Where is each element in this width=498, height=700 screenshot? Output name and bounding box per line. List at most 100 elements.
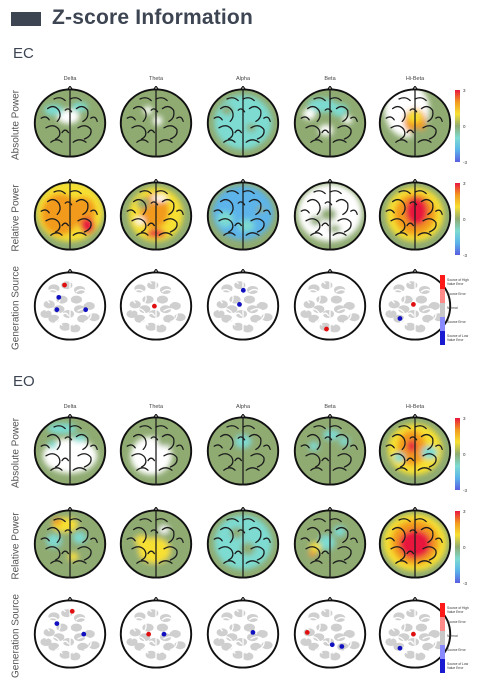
legend-label: Source of High Value Error [447,606,469,614]
colorbar-tick-top: 3 [463,181,466,186]
band-label-delta: Delta [63,76,77,82]
band-label-hi-beta: Hi-Beta [405,76,425,82]
source-dot [397,645,403,651]
section-label: EO [13,373,35,390]
brain-cell [116,178,196,261]
colorbar-tick-bottom: -3 [463,581,468,586]
brain-map-generation-alpha [206,596,280,669]
legend-swatch [440,289,445,303]
brain-map-generation-alpha [206,268,280,341]
legend-item: Source of High Value Error [440,275,476,289]
colorbar-tick-bottom: -3 [463,160,468,165]
source-dot [161,631,167,637]
band-label-alpha: Alpha [235,76,251,82]
legend-swatch [440,303,445,317]
legend-item: Source Error [440,289,476,303]
brain-cell [290,413,370,496]
legend-swatch [440,631,445,645]
brain-map-relative-hi-beta [378,178,452,251]
brain-cell [30,268,110,351]
legend-swatch [440,645,445,659]
brain-map-absolute-alpha [206,413,280,486]
brain-cell [203,506,283,589]
source-dot [411,631,416,637]
source-dot [152,303,157,309]
band-label-theta: Theta [148,76,164,82]
legend-item: Normal [440,631,476,645]
brain-cell [116,413,196,496]
brain-map-absolute-hi-beta [378,413,452,486]
colorbar-tick-top: 3 [463,509,466,514]
source-dot [81,631,87,637]
legend-label: Source of Low Value Error [447,662,469,670]
brain-cell [375,178,455,261]
colorbar-gradient [455,183,460,255]
source-dot [324,326,329,332]
colorbar-tick-mid: 0 [463,217,466,222]
brain-map-absolute-theta [119,85,193,158]
brain-map-relative-delta [33,178,107,251]
brain-map-generation-hi-beta [378,596,452,669]
band-label-hi-beta: Hi-Beta [405,404,425,410]
brain-cell [375,413,455,496]
brain-cell [203,413,283,496]
brain-map-relative-theta [119,178,193,251]
colorbar-tick-top: 3 [463,88,466,93]
brain-cell [290,506,370,589]
band-label-alpha: Alpha [235,404,251,410]
brain-cell [203,268,283,351]
legend-label: Source Error [447,648,466,652]
legend-label: Source of Low Value Error [447,334,469,342]
source-dot [69,608,75,614]
brain-map-relative-delta [33,506,107,579]
source-dot [54,621,60,626]
colorbar-tick-mid: 0 [463,452,466,457]
legend-label: Source Error [447,320,466,324]
source-dot [329,642,335,648]
colorbar-tick-mid: 0 [463,124,466,129]
brain-map-generation-delta [33,268,107,341]
colorbar-gradient [455,90,460,162]
brain-map-relative-beta [293,506,367,579]
legend-item: Source Error [440,317,476,331]
row-label-text: Generation Source [10,266,22,350]
brain-map-generation-beta [293,268,367,341]
source-dot [54,307,60,313]
brain-map-relative-alpha [206,506,280,579]
page-title: Z-score Information [52,6,253,29]
colorbar-gradient [455,511,460,583]
brain-map-absolute-delta [33,85,107,158]
brain-map-generation-theta [119,596,193,669]
legend-swatch [440,603,445,617]
source-dot [304,630,310,635]
legend-label: Source of High Value Error [447,278,469,286]
brain-cell [203,596,283,679]
brain-cell [375,85,455,168]
brain-map-absolute-theta [119,413,193,486]
brain-map-relative-alpha [206,178,280,251]
colorbar-tick-bottom: -3 [463,488,468,493]
legend-label: Source Error [447,620,466,624]
brain-cell [30,178,110,261]
colorbar-tick-mid: 0 [463,545,466,550]
brain-map-relative-beta [293,178,367,251]
band-label-delta: Delta [63,404,77,410]
legend-swatch [440,331,445,345]
source-dot [339,644,345,649]
row-label-relative: Relative Power [8,173,24,263]
brain-cell [375,506,455,589]
brain-map-generation-beta [293,596,367,669]
row-label-generation: Generation Source [8,591,24,681]
colorbar-tick-top: 3 [463,416,466,421]
legend-swatch [440,317,445,331]
brain-map-absolute-beta [293,85,367,158]
brain-map-absolute-alpha [206,85,280,158]
source-dot [250,630,256,635]
row-label-absolute: Absolute Power [8,80,24,170]
legend-item: Source of High Value Error [440,603,476,617]
source-dot [146,631,152,637]
source-dot [62,282,67,288]
brain-cell [203,178,283,261]
legend-swatch [440,617,445,631]
